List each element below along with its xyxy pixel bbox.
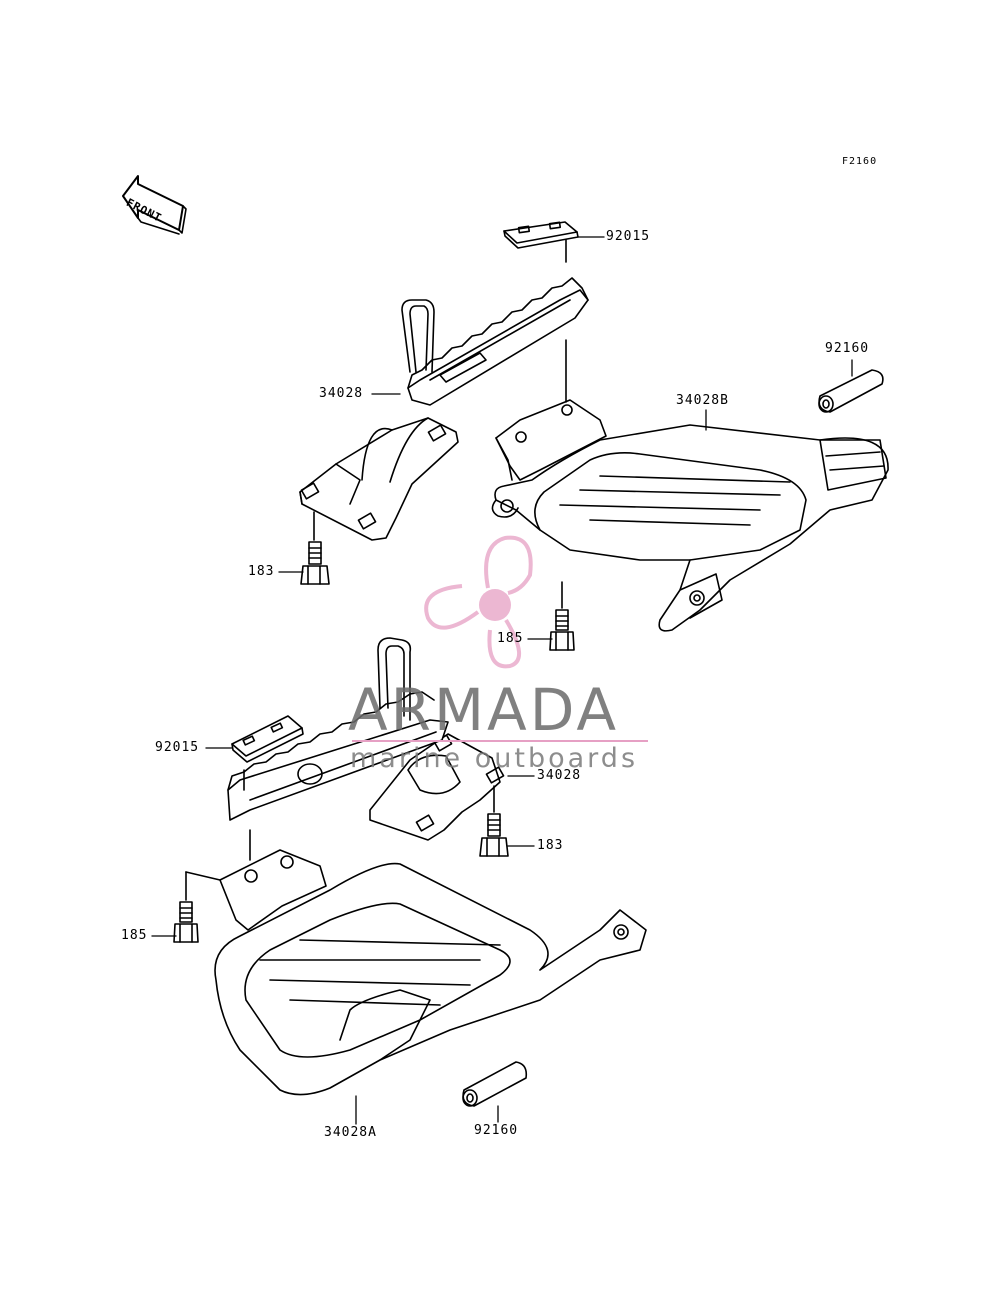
watermark-propeller-icon: [424, 535, 533, 669]
step-guard-34028b: [491, 339, 889, 632]
callout-92015-bottom: 92015: [155, 740, 200, 755]
bolt-185-bottom: [173, 871, 199, 943]
callout-34028-bottom: 34028: [537, 768, 582, 783]
callout-34028a: 34028A: [324, 1125, 377, 1140]
bolt-183-top: [300, 541, 330, 585]
footrest-bottom: [227, 637, 449, 821]
leader-lines: [151, 236, 853, 1125]
watermark-subtitle: marine outboards: [350, 743, 639, 774]
callout-34028-top: 34028: [319, 386, 364, 401]
front-arrow-icon: [122, 175, 187, 235]
footrest-top: [401, 277, 589, 406]
callout-92015-top: 92015: [606, 229, 651, 244]
callout-183-top: 183: [248, 564, 275, 579]
rubber-pad-top: [503, 221, 579, 249]
rubber-pad-bottom: [231, 715, 304, 763]
callout-92160-top: 92160: [825, 341, 870, 356]
callout-183-bottom: 183: [537, 838, 564, 853]
watermark-title: ARMADA: [348, 676, 620, 744]
callout-92160-bottom: 92160: [474, 1123, 519, 1138]
bolt-183-bottom: [479, 813, 509, 857]
bolt-185-top: [549, 581, 575, 651]
callout-185-top: 185: [497, 631, 524, 646]
mount-bracket-top: [299, 417, 459, 541]
step-guard-34028a: [214, 849, 647, 1096]
spacer-92160-top: [818, 369, 884, 413]
callout-34028b: 34028B: [676, 393, 729, 408]
spacer-92160-bottom: [462, 1061, 528, 1107]
figure-code: F2160: [842, 156, 878, 167]
callout-185-bottom: 185: [121, 928, 148, 943]
